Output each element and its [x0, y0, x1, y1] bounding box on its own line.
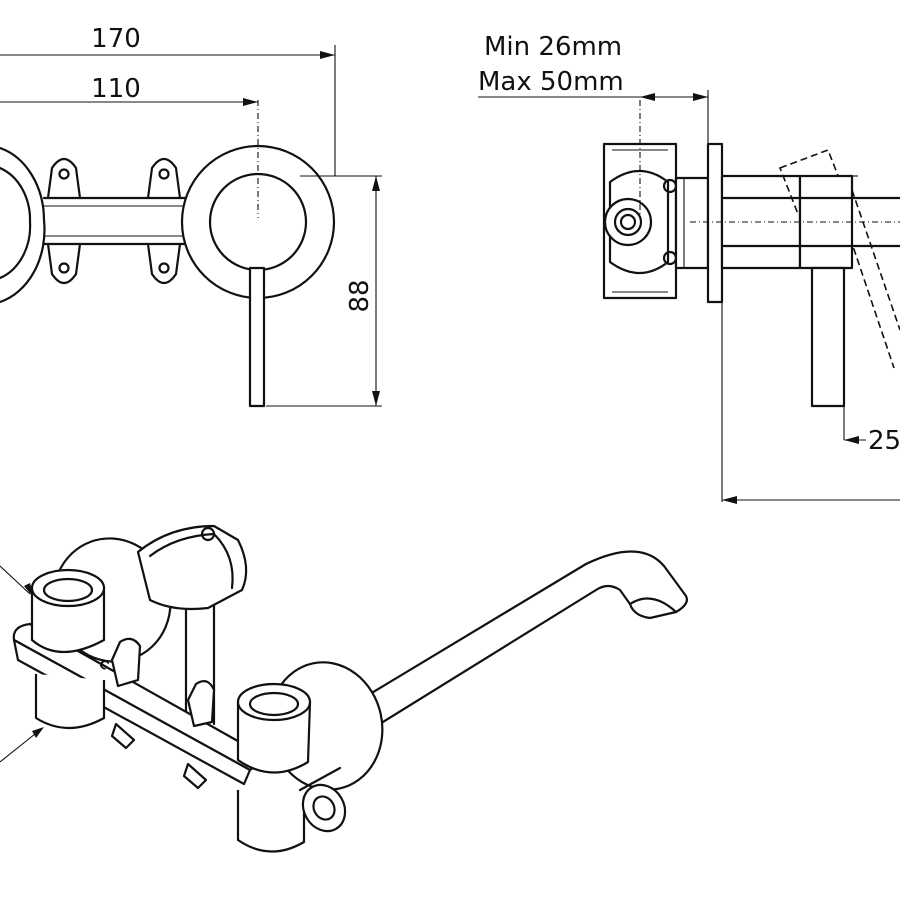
arrowhead [243, 98, 258, 106]
dim-label-min: Min 26mm [484, 32, 622, 62]
arrowhead [640, 93, 655, 101]
iso-lug [182, 762, 208, 790]
arrowhead [722, 496, 737, 504]
lug-hole [58, 262, 70, 274]
lever-handle-side [810, 266, 846, 408]
iso-right-port [236, 700, 312, 774]
inlet-bore [613, 207, 643, 237]
iso-spout [358, 550, 688, 732]
left-plate-outline [0, 146, 46, 304]
iso-lug [110, 637, 142, 688]
spout [720, 196, 900, 248]
front-view [0, 45, 382, 408]
body-bar-inner [44, 205, 186, 237]
valve-stem-housing [674, 176, 710, 270]
wall-plate [706, 142, 724, 304]
dimension-25: 25 [844, 426, 900, 456]
iso-body-bar [12, 622, 270, 772]
iso-handle-cylinder [136, 524, 248, 611]
left-plate-inner [0, 166, 32, 280]
isometric-view: C [0, 524, 688, 853]
arrowhead [320, 51, 335, 59]
iso-left-lower-port [34, 674, 106, 729]
lug-bottom-1 [46, 242, 82, 285]
arrowhead [372, 391, 380, 406]
dim-label-170: 170 [91, 24, 141, 54]
iso-right-lower-port [236, 790, 306, 853]
dim-label-110: 110 [91, 74, 141, 104]
iso-lug [186, 680, 216, 728]
iso-lug [110, 722, 136, 750]
handle-hub [208, 172, 308, 272]
dim-label-max: Max 50mm [478, 67, 624, 97]
iso-side-outlet [301, 783, 347, 833]
valve-body-inner [608, 170, 670, 274]
dimension-170: 170 [0, 24, 335, 59]
body-bar [42, 196, 188, 246]
dimension-88: 88 [345, 176, 380, 406]
lug-top-2 [146, 157, 182, 200]
valve-body [602, 142, 678, 300]
lug-hole [58, 168, 70, 180]
inlet-port [603, 197, 653, 247]
dimension-wall-thickness: Min 26mm Max 50mm [478, 32, 709, 144]
leader-line [0, 565, 31, 595]
lug-top-1 [46, 157, 82, 200]
dim-label-25: 25 [868, 426, 900, 456]
lug-hole [158, 262, 170, 274]
dim-label-88: 88 [345, 279, 375, 312]
arrowhead [844, 436, 859, 444]
lever-handle [248, 266, 266, 408]
leader-line [0, 729, 41, 763]
arrowhead [693, 93, 708, 101]
lug-hole [158, 168, 170, 180]
dimension-110: 110 [0, 74, 258, 106]
side-view [602, 100, 900, 502]
dimension-depth [722, 496, 900, 504]
arrowhead [372, 176, 380, 191]
lug-bottom-2 [146, 242, 182, 285]
